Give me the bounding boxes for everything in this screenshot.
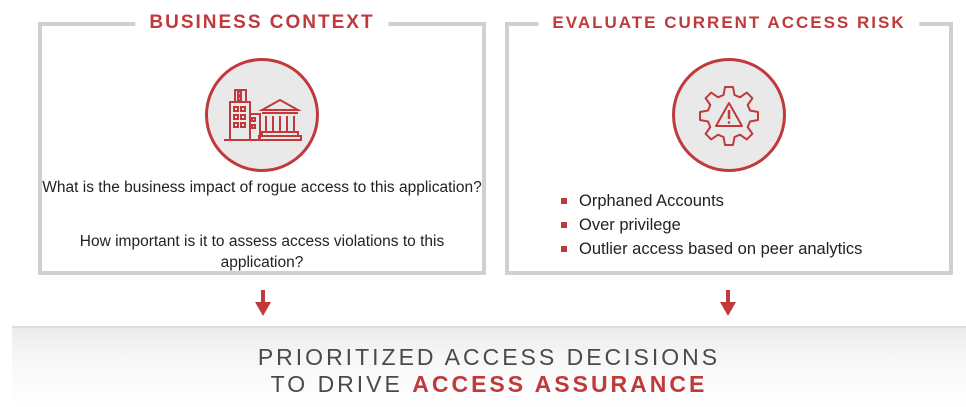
access-risk-title: EVALUATE CURRENT ACCESS RISK	[538, 9, 920, 37]
list-item: Outlier access based on peer analytics	[561, 237, 862, 261]
banner-line-1: PRIORITIZED ACCESS DECISIONS	[257, 344, 721, 370]
access-risk-panel: EVALUATE CURRENT ACCESS RISK Orphaned Ac…	[505, 9, 953, 275]
banner-line-2: TO DRIVE ACCESS ASSURANCE	[12, 371, 966, 398]
outcome-banner: PRIORITIZED ACCESS DECISIONS TO DRIVE AC…	[12, 326, 966, 407]
warning-gear-icon	[699, 86, 759, 146]
business-context-panel: BUSINESS CONTEXT What is the busine	[38, 9, 486, 275]
banner-accent-text: ACCESS ASSURANCE	[412, 371, 708, 397]
list-item: Over privilege	[561, 213, 862, 237]
risk-bullet-list: Orphaned Accounts Over privilege Outlier…	[561, 189, 862, 261]
list-item: Orphaned Accounts	[561, 189, 862, 213]
banner-line-2-prefix: TO DRIVE	[270, 371, 413, 397]
down-arrow-icon	[255, 290, 271, 316]
business-impact-question: What is the business impact of rogue acc…	[42, 179, 482, 196]
assessment-importance-question: How important is it to assess access vio…	[79, 233, 445, 271]
buildings-icon	[224, 89, 302, 141]
down-arrow-icon	[720, 290, 736, 316]
business-context-icon-circle	[205, 58, 319, 172]
business-context-title: BUSINESS CONTEXT	[135, 9, 389, 37]
access-risk-icon-circle	[672, 58, 786, 172]
